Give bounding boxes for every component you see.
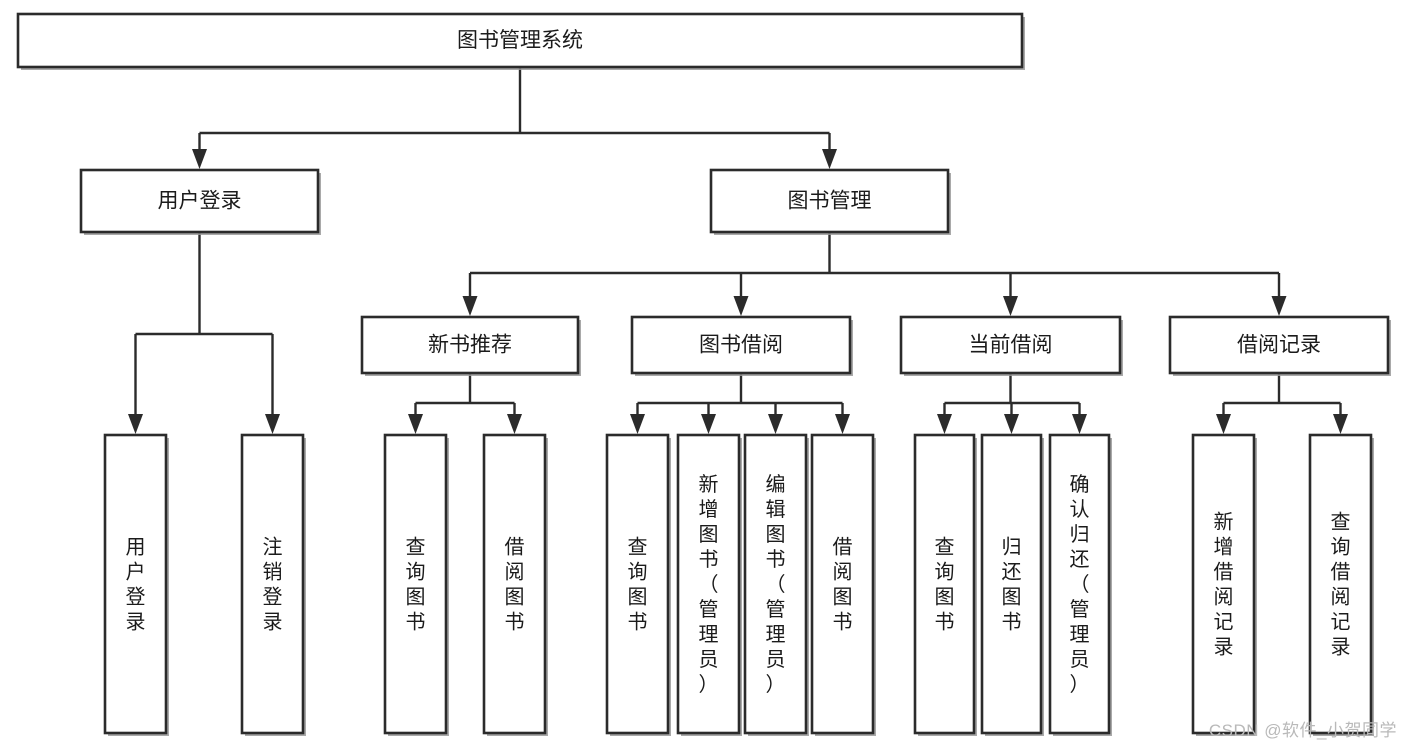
node-border-n_borrow_record[interactable] <box>1168 315 1390 375</box>
node-n_user_login[interactable]: 用户登录 <box>79 168 321 235</box>
node-l_query_record[interactable]: 查询借阅记录 <box>1308 433 1374 736</box>
node-label-l_query_book_a: 查询图书 <box>406 536 426 634</box>
node-border-n_user_login[interactable] <box>79 168 320 234</box>
arrow-head-n_current_borrow <box>1003 296 1018 316</box>
node-label-l_query_book_b: 查询图书 <box>628 536 648 634</box>
node-border-l_confirm_return[interactable] <box>1048 433 1111 735</box>
node-n_new_book_rec[interactable]: 新书推荐 <box>360 315 581 376</box>
node-label-l_logout: 注销登录 <box>263 536 283 634</box>
node-label-l_user_login: 用户登录 <box>126 537 146 634</box>
connector-book-borrow-bus <box>630 373 850 434</box>
node-border-l_borrow_book_b[interactable] <box>810 433 875 735</box>
node-border-l_add_book[interactable] <box>676 433 741 735</box>
arrow-head-l_return_book <box>1004 414 1019 434</box>
node-label-l_borrow_book_b: 借阅图书 <box>833 536 853 634</box>
connector-book-mgmt-bus <box>462 232 1287 316</box>
arrow-head-l_add_record <box>1216 414 1231 434</box>
node-border-l_logout[interactable] <box>240 433 305 735</box>
node-border-l_query_book_c[interactable] <box>913 433 976 735</box>
arrow-head-l_confirm_return <box>1072 414 1087 434</box>
connector-layer <box>128 67 1348 434</box>
watermark-text: CSDN @软件_小贺同学 <box>1208 721 1397 740</box>
node-l_borrow_book_a[interactable]: 借阅图书 <box>482 433 548 736</box>
arrow-head-n_book_mgmt <box>822 149 837 169</box>
arrow-head-n_user_login <box>192 149 207 169</box>
node-label-l_confirm_return: 确认归还（管理员） <box>1070 473 1090 696</box>
node-border-n_book_mgmt[interactable] <box>709 168 950 234</box>
node-l_query_book_c[interactable]: 查询图书 <box>913 433 977 736</box>
node-border-l_query_book_b[interactable] <box>605 433 670 735</box>
arrow-head-l_logout <box>265 414 280 434</box>
node-border-l_borrow_book_a[interactable] <box>482 433 547 735</box>
node-label-n_current_borrow: 当前借阅 <box>969 334 1053 357</box>
node-l_add_record[interactable]: 新增借阅记录 <box>1191 433 1257 736</box>
node-label-n_book_mgmt: 图书管理 <box>788 190 872 213</box>
arrow-head-l_edit_book <box>768 414 783 434</box>
node-l_logout[interactable]: 注销登录 <box>240 433 306 736</box>
node-border-l_query_record[interactable] <box>1308 433 1373 735</box>
node-l_edit_book[interactable]: 编辑图书（管理员） <box>743 433 809 736</box>
node-label-l_query_book_c: 查询图书 <box>935 536 955 634</box>
arrow-head-n_book_borrow <box>733 296 749 316</box>
node-root[interactable]: 图书管理系统 <box>16 12 1025 70</box>
arrow-head-l_query_book_c <box>937 414 952 434</box>
node-border-l_query_book_a[interactable] <box>383 433 448 735</box>
node-l_borrow_book_b[interactable]: 借阅图书 <box>810 433 876 736</box>
node-label-l_edit_book: 编辑图书（管理员） <box>766 473 786 696</box>
node-label-n_user_login: 用户登录 <box>158 190 242 213</box>
arrow-head-n_new_book_rec <box>462 296 478 316</box>
connector-new-book-bus <box>408 373 522 434</box>
node-n_borrow_record[interactable]: 借阅记录 <box>1168 315 1391 376</box>
arrow-head-l_query_record <box>1333 414 1348 434</box>
arrow-head-l_add_book <box>701 414 716 434</box>
node-border-n_new_book_rec[interactable] <box>360 315 580 375</box>
node-border-root[interactable] <box>16 12 1024 69</box>
node-l_user_login[interactable]: 用户登录 <box>103 433 169 736</box>
arrow-head-l_query_book_a <box>408 414 423 434</box>
node-label-n_new_book_rec: 新书推荐 <box>428 334 512 357</box>
node-n_book_borrow[interactable]: 图书借阅 <box>630 315 853 376</box>
arrow-head-l_user_login <box>128 414 143 434</box>
arrow-head-n_borrow_record <box>1271 296 1287 316</box>
node-l_query_book_b[interactable]: 查询图书 <box>605 433 671 736</box>
node-n_book_mgmt[interactable]: 图书管理 <box>709 168 951 235</box>
node-l_confirm_return[interactable]: 确认归还（管理员） <box>1048 433 1112 736</box>
node-l_add_book[interactable]: 新增图书（管理员） <box>676 433 742 736</box>
node-l_query_book_a[interactable]: 查询图书 <box>383 433 449 736</box>
node-border-n_current_borrow[interactable] <box>899 315 1122 375</box>
node-border-l_edit_book[interactable] <box>743 433 808 735</box>
connector-user-login-bus <box>128 232 280 434</box>
connector-current-borrow-bus <box>937 373 1087 434</box>
arrow-head-l_borrow_book_b <box>835 414 850 434</box>
node-n_current_borrow[interactable]: 当前借阅 <box>899 315 1123 376</box>
node-border-n_book_borrow[interactable] <box>630 315 852 375</box>
node-border-l_user_login[interactable] <box>103 433 168 735</box>
node-label-l_add_book: 新增图书（管理员） <box>699 473 719 696</box>
arrow-head-l_query_book_b <box>630 414 645 434</box>
node-label-l_borrow_book_a: 借阅图书 <box>505 536 525 634</box>
node-layer: 图书管理系统用户登录图书管理新书推荐图书借阅当前借阅借阅记录用户登录注销登录查询… <box>16 12 1391 736</box>
node-border-l_return_book[interactable] <box>980 433 1043 735</box>
node-label-l_add_record: 新增借阅记录 <box>1214 511 1234 659</box>
node-label-n_borrow_record: 借阅记录 <box>1237 334 1321 357</box>
node-label-root: 图书管理系统 <box>457 29 583 52</box>
node-label-l_return_book: 归还图书 <box>1002 536 1022 634</box>
node-border-l_add_record[interactable] <box>1191 433 1256 735</box>
connector-borrow-record-bus <box>1216 373 1348 434</box>
node-label-l_query_record: 查询借阅记录 <box>1331 511 1351 659</box>
node-l_return_book[interactable]: 归还图书 <box>980 433 1044 736</box>
connector-root-bus <box>192 67 837 169</box>
arrow-head-l_borrow_book_a <box>507 414 522 434</box>
node-label-n_book_borrow: 图书借阅 <box>699 334 783 357</box>
